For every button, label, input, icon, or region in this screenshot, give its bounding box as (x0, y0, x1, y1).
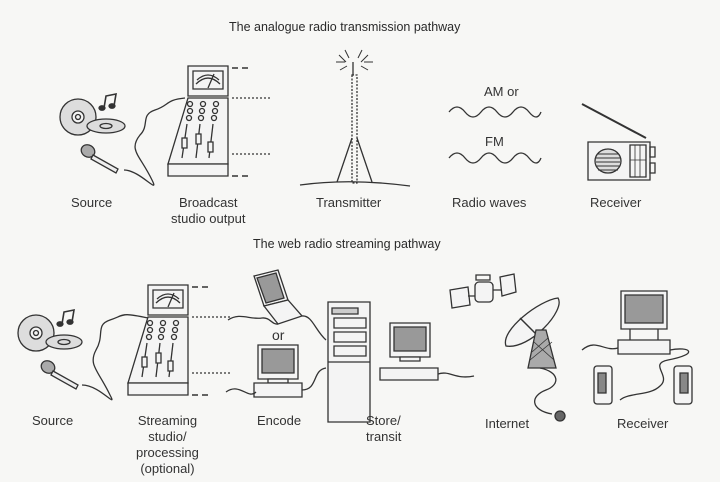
store-transit-label: Store/ transit (366, 413, 402, 444)
transmitter-tower-icon (300, 50, 410, 186)
web-pathway-title: The web radio streaming pathway (253, 237, 441, 251)
analogue-studio-icon (167, 65, 271, 177)
web-receiver-label: Receiver (617, 416, 669, 431)
fm-label: FM (485, 134, 504, 149)
internet-label: Internet (485, 416, 530, 431)
encode-or-label: or (272, 327, 285, 343)
encode-label: Encode (257, 413, 302, 428)
am-label: AM or (484, 84, 519, 99)
web-source-label: Source (32, 413, 74, 428)
radio-receiver-icon (582, 104, 655, 180)
web-studio-icon (127, 284, 231, 396)
analogue-studio-label: Broadcast studio output (171, 195, 246, 226)
radio-waves-icon (449, 107, 541, 163)
server-tower-icon (328, 302, 370, 422)
web-source-icon (17, 309, 148, 400)
store-terminal-icon (380, 322, 474, 380)
analogue-source-icon (59, 93, 185, 185)
analogue-pathway-title: The analogue radio transmission pathway (229, 20, 461, 34)
radio-waves-label: Radio waves (452, 195, 527, 210)
satellite-icon (450, 274, 516, 308)
transmitter-label: Transmitter (316, 195, 382, 210)
web-studio-label: Streaming studio/ processing (optional) (136, 413, 199, 476)
analogue-source-label: Source (71, 195, 113, 210)
receiver-computer-icon (582, 291, 692, 404)
encode-desktop-icon (226, 344, 326, 397)
analogue-receiver-label: Receiver (590, 195, 642, 210)
encode-laptop-icon (228, 270, 326, 340)
satellite-dish-icon (505, 298, 565, 421)
